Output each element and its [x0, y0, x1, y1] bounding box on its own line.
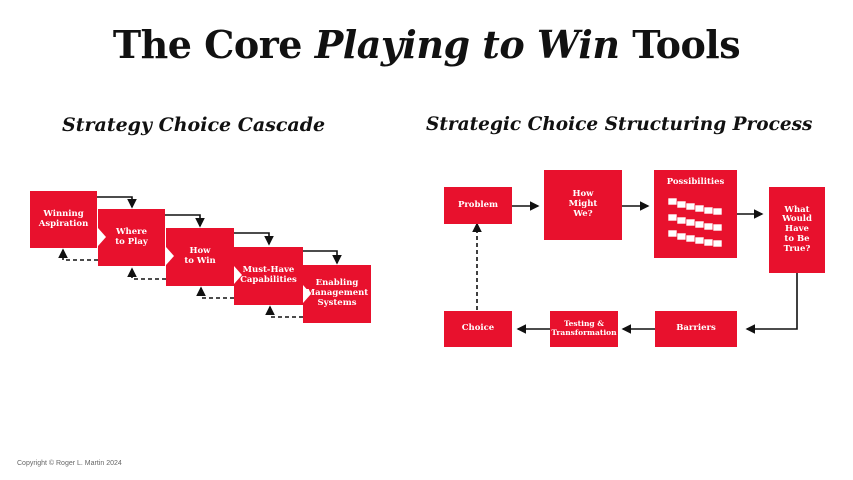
title-part-2: Playing to Win	[314, 22, 620, 67]
title-part-3: Tools	[619, 22, 741, 67]
cascade-step-winning-aspiration: Winning Aspiration	[30, 191, 97, 248]
process-heading: Strategic Choice Structuring Process	[426, 114, 813, 135]
process-node-how-might-we: How Might We?	[544, 170, 622, 240]
cascade-step-how-to-win: How to Win	[166, 228, 234, 286]
cascade-forward-arrows	[97, 196, 342, 265]
process-node-what-would-have-to-be-true: What Would Have to Be True?	[769, 187, 825, 273]
copyright-notice: Copyright © Roger L. Martin 2024	[17, 460, 122, 467]
process-node-barriers: Barriers	[655, 311, 737, 347]
process-node-possibilities: Possibilities	[654, 170, 737, 258]
process-node-choice: Choice	[444, 311, 512, 347]
process-arrows	[472, 201, 798, 334]
cascade-notch	[234, 266, 242, 284]
cascade-heading: Strategy Choice Cascade	[62, 114, 326, 136]
cascade-step-must-have-capabilities: Must-Have Capabilities	[234, 247, 303, 305]
page-title: The Core Playing to Win Tools	[0, 22, 853, 67]
cascade-notch	[98, 228, 106, 246]
cascade-feedback-arrows	[58, 248, 303, 318]
title-part-1: The Core	[112, 22, 315, 67]
cascade-notch	[166, 247, 174, 265]
process-node-testing-transformation: Testing & Transformation	[550, 311, 618, 347]
possibilities-label: Possibilities	[666, 177, 725, 187]
cascade-step-where-to-play: Where to Play	[98, 209, 165, 266]
process-node-problem: Problem	[444, 187, 512, 224]
cascade-notch	[303, 285, 311, 303]
cascade-step-enabling-management-systems: Enabling Management Systems	[303, 265, 371, 323]
